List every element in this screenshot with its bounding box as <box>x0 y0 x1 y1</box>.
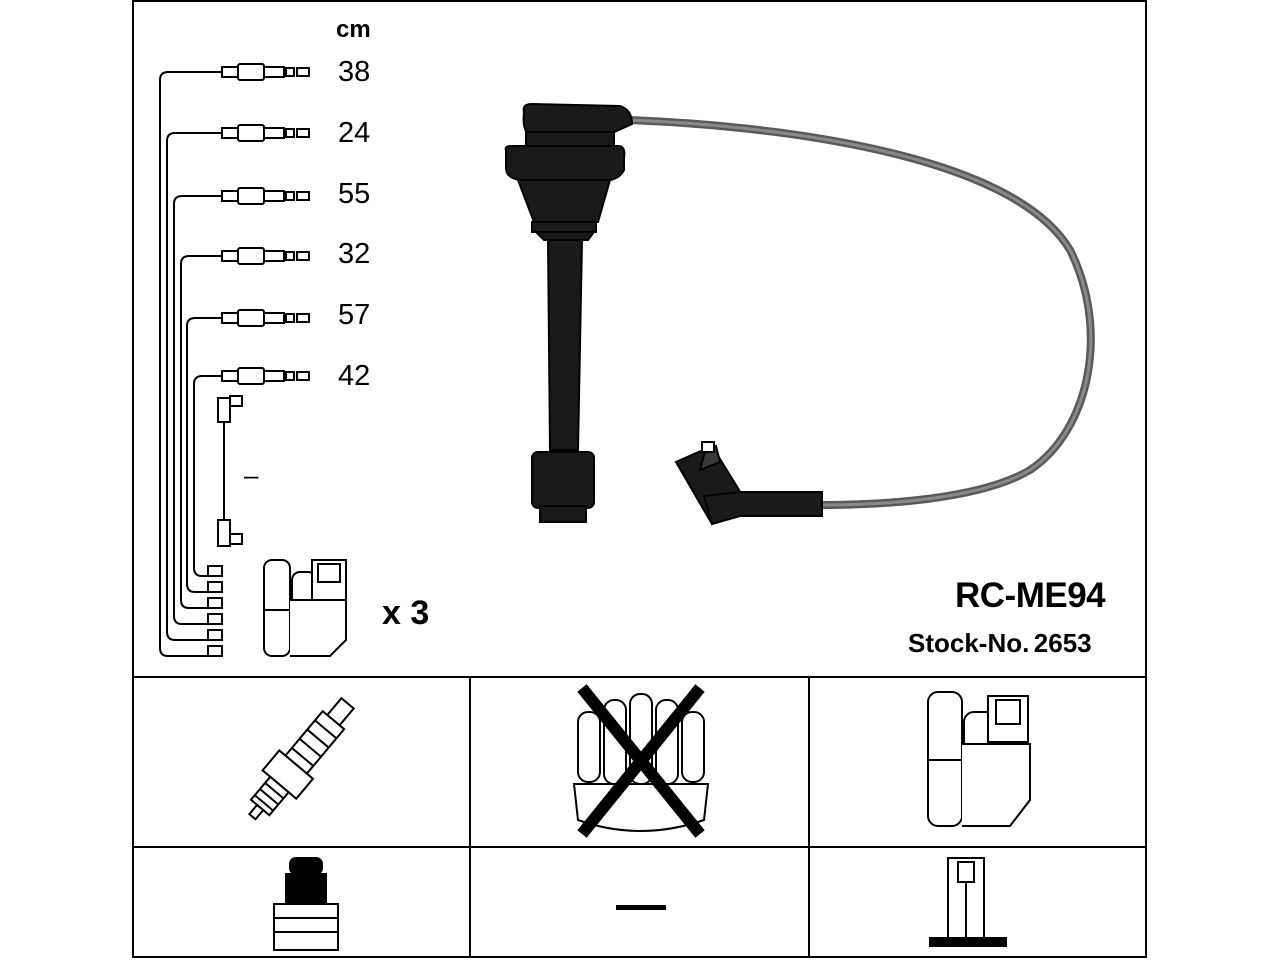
harness-end-terminals <box>207 565 223 657</box>
coil-boot <box>504 102 634 523</box>
terminal-42 <box>221 367 310 385</box>
terminal-32 <box>221 247 310 265</box>
divider-col-1 <box>469 676 471 958</box>
coil-quantity: x 3 <box>382 594 430 632</box>
lead-terminals <box>221 63 310 385</box>
divider-middle <box>132 846 1147 848</box>
lead-harness <box>159 71 222 657</box>
length-label-4: 32 <box>338 238 371 270</box>
coil-pack-icon <box>927 691 1031 827</box>
lead-wire-32 <box>180 255 222 609</box>
main-wire <box>627 116 1095 509</box>
extra-lead <box>217 395 243 547</box>
lead-wire-55 <box>173 195 222 625</box>
terminal-57 <box>221 309 310 327</box>
divider-col-2 <box>808 676 810 958</box>
divider-top <box>132 676 1147 678</box>
terminal-38 <box>221 63 310 81</box>
spark-plug-icon <box>247 696 356 821</box>
main-lead <box>504 102 1095 526</box>
length-label-2: 24 <box>338 117 371 149</box>
unit-label: cm <box>336 16 371 43</box>
length-label-5: 57 <box>338 299 371 331</box>
main-wire-highlight <box>627 118 1093 507</box>
distributor-cap-icon <box>572 684 710 838</box>
lead-wire-57 <box>186 317 222 593</box>
no-connector-dash <box>616 905 666 910</box>
small-coil-pack <box>263 559 347 657</box>
stock-value: 2653 <box>1033 628 1092 658</box>
terminal-55 <box>221 187 310 205</box>
lead-wire-38 <box>159 71 222 657</box>
plug-boot <box>674 441 823 526</box>
lead-wire-42 <box>193 375 222 577</box>
stock-number: Stock-No. 2653 <box>908 628 1092 659</box>
length-label-1: 38 <box>338 56 371 88</box>
terminal-24 <box>221 124 310 142</box>
stock-prefix: Stock-No. <box>908 628 1030 658</box>
product-code: RC-ME94 <box>955 576 1106 615</box>
length-label-6: 42 <box>338 360 371 392</box>
coil-connector-icon <box>929 857 1007 947</box>
plug-connector-icon <box>273 857 339 951</box>
extra-lead-label: – <box>244 460 259 490</box>
lead-wire-24 <box>166 132 222 641</box>
length-label-3: 55 <box>338 178 371 210</box>
